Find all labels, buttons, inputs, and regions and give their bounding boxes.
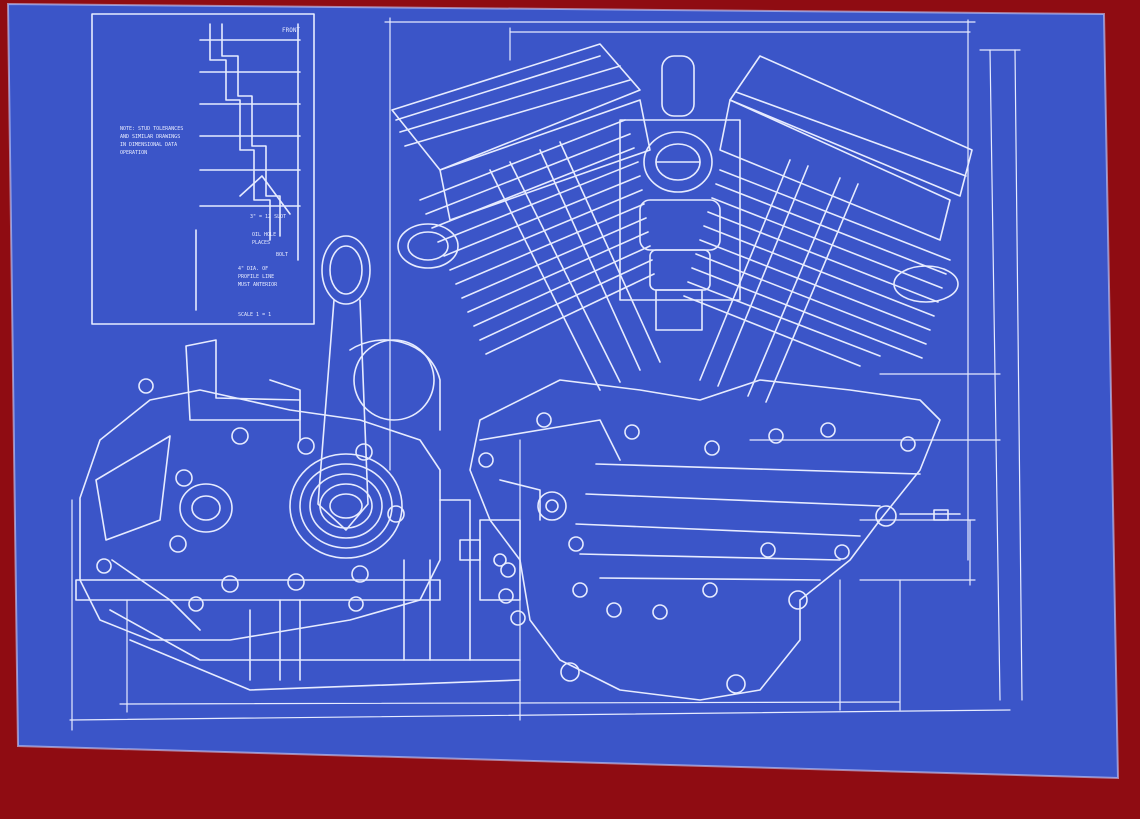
- scale-label: SCALE 1 = 1: [238, 312, 271, 318]
- note-line-3: IN DIMENSIONAL DATA: [120, 142, 177, 148]
- callout-5: 4" DIA. OF: [238, 266, 268, 272]
- carburetor: [619, 55, 741, 331]
- note-line-1: NOTE: STUD TOLERANCES: [120, 126, 183, 132]
- crankcase: [469, 379, 941, 701]
- annotations: FRONT NOTE: STUD TOLERANCES AND SIMILAR …: [120, 27, 300, 318]
- callout-3: PLACES: [252, 240, 270, 246]
- dimension-lines: [69, 17, 1023, 731]
- front-cylinder: [391, 43, 661, 391]
- callout-6: PROFILE LINE: [238, 274, 274, 280]
- transmission: [75, 235, 521, 691]
- detail-box: [91, 13, 315, 325]
- callout-4: BOLT: [276, 252, 288, 258]
- callout-7: MUST ANTERIOR: [238, 282, 278, 288]
- transmission-bolts: [96, 378, 405, 612]
- note-line-4: OPERATION: [120, 150, 147, 156]
- callout-1: 3" = 12 SLOT: [250, 214, 286, 220]
- crankcase-bolts: [478, 412, 916, 694]
- rear-cylinder: [683, 55, 973, 403]
- note-line-2: AND SIMILAR DRAWINGS: [120, 134, 180, 140]
- oil-pump: [459, 479, 961, 601]
- callout-2: OIL HOLE: [252, 232, 276, 238]
- paper-shade: [6, 2, 1120, 780]
- front-tag: FRONT: [282, 27, 300, 34]
